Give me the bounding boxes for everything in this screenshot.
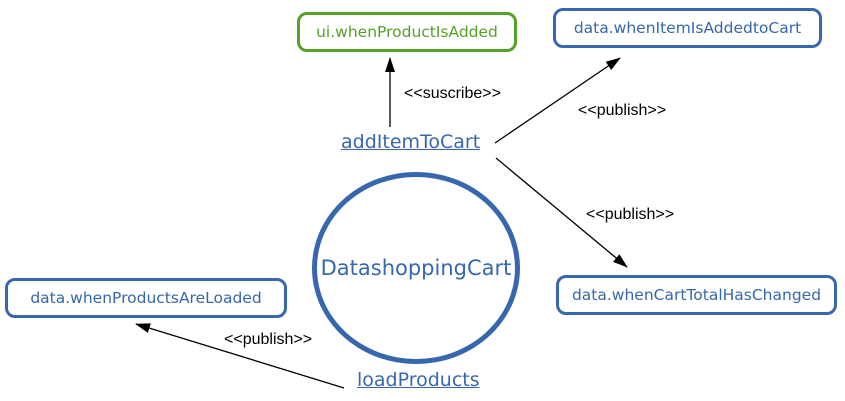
circle-node-label: DatashoppingCart	[320, 256, 512, 280]
node-data-when-item-is-added-to-cart: data.whenItemIsAddedtoCart	[553, 8, 822, 48]
edge-label-publish-top: <<publish>>	[578, 102, 667, 119]
node-data-when-cart-total-has-changed: data.whenCartTotalHasChanged	[556, 275, 837, 315]
node-label: data.whenCartTotalHasChanged	[571, 286, 822, 304]
method-link-load-products[interactable]: loadProducts	[357, 369, 480, 391]
arrow-publish-to-data-when-item-is-added-to-cart	[494, 57, 621, 144]
node-datashopping-cart-circle: DatashoppingCart	[312, 172, 520, 364]
node-label: ui.whenProductIsAdded	[316, 23, 498, 41]
node-label: data.whenItemIsAddedtoCart	[573, 19, 802, 37]
node-label: data.whenProductsAreLoaded	[30, 289, 262, 307]
node-ui-when-product-is-added: ui.whenProductIsAdded	[297, 12, 517, 52]
edge-label-suscribe: <<suscribe>>	[404, 85, 501, 102]
edge-label-publish-right: <<publish>>	[586, 206, 675, 223]
edge-label-publish-bottom: <<publish>>	[224, 331, 313, 348]
method-link-add-item-to-cart[interactable]: addItemToCart	[341, 131, 481, 153]
node-data-when-products-are-loaded: data.whenProductsAreLoaded	[5, 278, 287, 318]
